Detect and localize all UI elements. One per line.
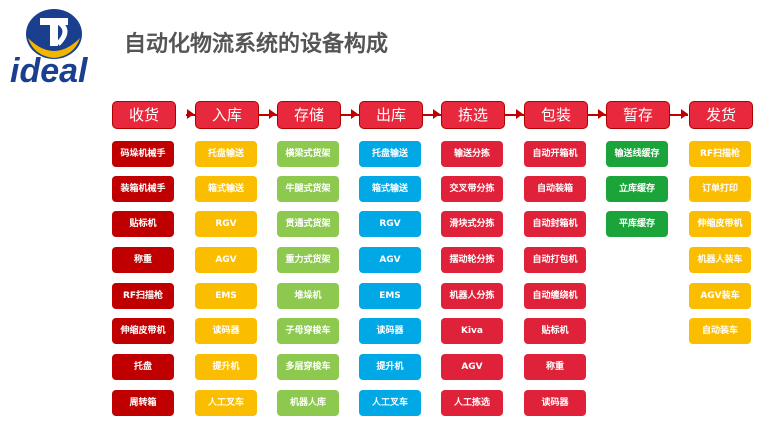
equipment-item: 重力式货架 bbox=[277, 247, 339, 273]
equipment-item: 读码器 bbox=[359, 318, 421, 344]
equipment-item: 机器人库 bbox=[277, 390, 339, 416]
equipment-item: 牛腿式货架 bbox=[277, 176, 339, 202]
stage-header: 收货 bbox=[112, 101, 176, 129]
equipment-item: 横梁式货架 bbox=[277, 141, 339, 167]
equipment-item: AGV bbox=[441, 354, 503, 380]
stage-column: 存储横梁式货架牛腿式货架贯通式货架重力式货架堆垛机子母穿梭车多层穿梭车机器人库 bbox=[277, 101, 341, 416]
equipment-item: 多层穿梭车 bbox=[277, 354, 339, 380]
stage-header: 包装 bbox=[524, 101, 588, 129]
equipment-item: 交叉带分拣 bbox=[441, 176, 503, 202]
stage-header: 入库 bbox=[195, 101, 259, 129]
stage-header: 出库 bbox=[359, 101, 423, 129]
stage-header: 存储 bbox=[277, 101, 341, 129]
equipment-item: AGV bbox=[195, 247, 257, 273]
flow-arrow-icon bbox=[187, 109, 194, 119]
equipment-item: RGV bbox=[195, 211, 257, 237]
stage-column: 发货 RF扫描枪订单打印伸缩皮带机机器人装车 AGV装车自动装车 bbox=[689, 101, 753, 344]
equipment-item: 自动缠绕机 bbox=[524, 283, 586, 309]
equipment-item: 箱式输送 bbox=[359, 176, 421, 202]
equipment-item: 伸缩皮带机 bbox=[689, 211, 751, 237]
equipment-item: 人工叉车 bbox=[359, 390, 421, 416]
flow-arrow-icon bbox=[269, 109, 276, 119]
equipment-item: 提升机 bbox=[359, 354, 421, 380]
equipment-item: 人工拣选 bbox=[441, 390, 503, 416]
equipment-item: 提升机 bbox=[195, 354, 257, 380]
logo-wordmark: ideal bbox=[10, 52, 88, 90]
equipment-item: 托盘输送 bbox=[195, 141, 257, 167]
equipment-item: Kiva bbox=[441, 318, 503, 344]
flow-arrow-icon bbox=[433, 109, 440, 119]
equipment-item: 周转箱 bbox=[112, 390, 174, 416]
equipment-item: 机器人分拣 bbox=[441, 283, 503, 309]
stage-column: 包装自动开箱机自动装箱自动封箱机自动打包机自动缠绕机贴标机称重读码器 bbox=[524, 101, 588, 416]
equipment-item: 自动开箱机 bbox=[524, 141, 586, 167]
equipment-item: 自动装箱 bbox=[524, 176, 586, 202]
ideal-logo: ideal bbox=[6, 8, 102, 90]
equipment-item: 贯通式货架 bbox=[277, 211, 339, 237]
equipment-item: 箱式输送 bbox=[195, 176, 257, 202]
page-title: 自动化物流系统的设备构成 bbox=[124, 32, 389, 57]
stage-column: 暂存输送线缓存立库缓存平库缓存 bbox=[606, 101, 670, 237]
equipment-item: 贴标机 bbox=[112, 211, 174, 237]
equipment-item: EMS bbox=[359, 283, 421, 309]
equipment-item: 托盘 bbox=[112, 354, 174, 380]
stage-header: 拣选 bbox=[441, 101, 505, 129]
equipment-item: 堆垛机 bbox=[277, 283, 339, 309]
equipment-item: 贴标机 bbox=[524, 318, 586, 344]
flow-arrow-icon bbox=[351, 109, 358, 119]
equipment-item: 称重 bbox=[524, 354, 586, 380]
stage-column: 收货码垛机械手装箱机械手贴标机称重 RF扫描枪伸缩皮带机托盘周转箱 bbox=[112, 101, 176, 416]
equipment-item: 输送线缓存 bbox=[606, 141, 668, 167]
equipment-item: 输送分拣 bbox=[441, 141, 503, 167]
equipment-item: 子母穿梭车 bbox=[277, 318, 339, 344]
equipment-item: 人工叉车 bbox=[195, 390, 257, 416]
equipment-item: 读码器 bbox=[195, 318, 257, 344]
equipment-item: 读码器 bbox=[524, 390, 586, 416]
equipment-item: 立库缓存 bbox=[606, 176, 668, 202]
flow-arrow-icon bbox=[516, 109, 523, 119]
equipment-item: 托盘输送 bbox=[359, 141, 421, 167]
equipment-item: 自动装车 bbox=[689, 318, 751, 344]
stage-header: 发货 bbox=[689, 101, 753, 129]
stage-column: 入库托盘输送箱式输送 RGV AGV EMS 读码器提升机人工叉车 bbox=[195, 101, 259, 416]
equipment-item: 自动打包机 bbox=[524, 247, 586, 273]
equipment-item: 机器人装车 bbox=[689, 247, 751, 273]
stage-column: 出库托盘输送箱式输送 RGV AGV EMS 读码器提升机人工叉车 bbox=[359, 101, 423, 416]
logo-emblem-icon bbox=[26, 9, 82, 59]
stage-header: 暂存 bbox=[606, 101, 670, 129]
equipment-item: 称重 bbox=[112, 247, 174, 273]
equipment-item: 订单打印 bbox=[689, 176, 751, 202]
equipment-item: 自动封箱机 bbox=[524, 211, 586, 237]
equipment-item: 平库缓存 bbox=[606, 211, 668, 237]
equipment-item: 装箱机械手 bbox=[112, 176, 174, 202]
equipment-item: 摆动轮分拣 bbox=[441, 247, 503, 273]
equipment-item: RGV bbox=[359, 211, 421, 237]
flow-arrow-icon bbox=[681, 109, 688, 119]
equipment-item: RF扫描枪 bbox=[689, 141, 751, 167]
equipment-item: 码垛机械手 bbox=[112, 141, 174, 167]
equipment-item: 滑块式分拣 bbox=[441, 211, 503, 237]
equipment-item: EMS bbox=[195, 283, 257, 309]
equipment-item: 伸缩皮带机 bbox=[112, 318, 174, 344]
equipment-item: AGV bbox=[359, 247, 421, 273]
equipment-item: AGV装车 bbox=[689, 283, 751, 309]
flow-arrow-icon bbox=[598, 109, 605, 119]
equipment-item: RF扫描枪 bbox=[112, 283, 174, 309]
